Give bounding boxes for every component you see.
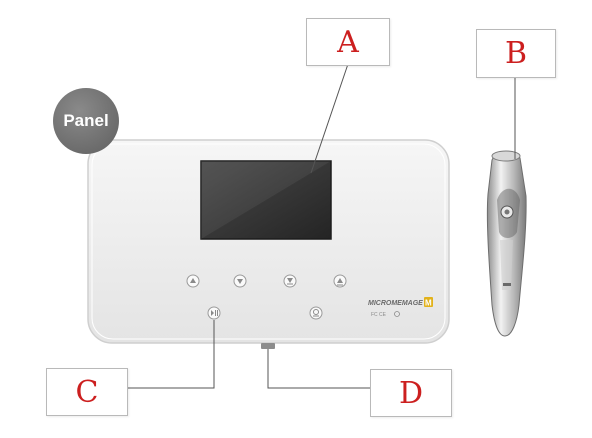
touch-button-down[interactable]: [233, 274, 247, 288]
svg-text:M: M: [425, 299, 432, 308]
touch-button-mode[interactable]: [309, 306, 323, 320]
callout-d: D: [370, 369, 452, 417]
touch-button-speed-down[interactable]: [283, 274, 297, 288]
brand-logo-mark-icon: [424, 297, 433, 307]
leader-line-c: [125, 320, 215, 389]
callout-c: C: [46, 368, 128, 416]
leader-line-d: [267, 349, 370, 389]
certification-icon: [394, 311, 400, 317]
callout-b: B: [476, 29, 556, 78]
pen-connector-port: [261, 343, 275, 349]
panel-badge: Panel: [53, 88, 119, 154]
certification-marks: FC CE: [371, 312, 387, 318]
touch-button-speed-up[interactable]: [333, 274, 347, 288]
pen-handpiece: [486, 150, 527, 337]
leader-line-a: [310, 63, 349, 174]
brand-logo-text: MICROMEMAGE: [368, 300, 423, 307]
touch-button-play-pause[interactable]: [207, 306, 221, 320]
callout-a: A: [306, 18, 390, 66]
display-screen: [200, 160, 332, 240]
touch-button-up[interactable]: [186, 274, 200, 288]
